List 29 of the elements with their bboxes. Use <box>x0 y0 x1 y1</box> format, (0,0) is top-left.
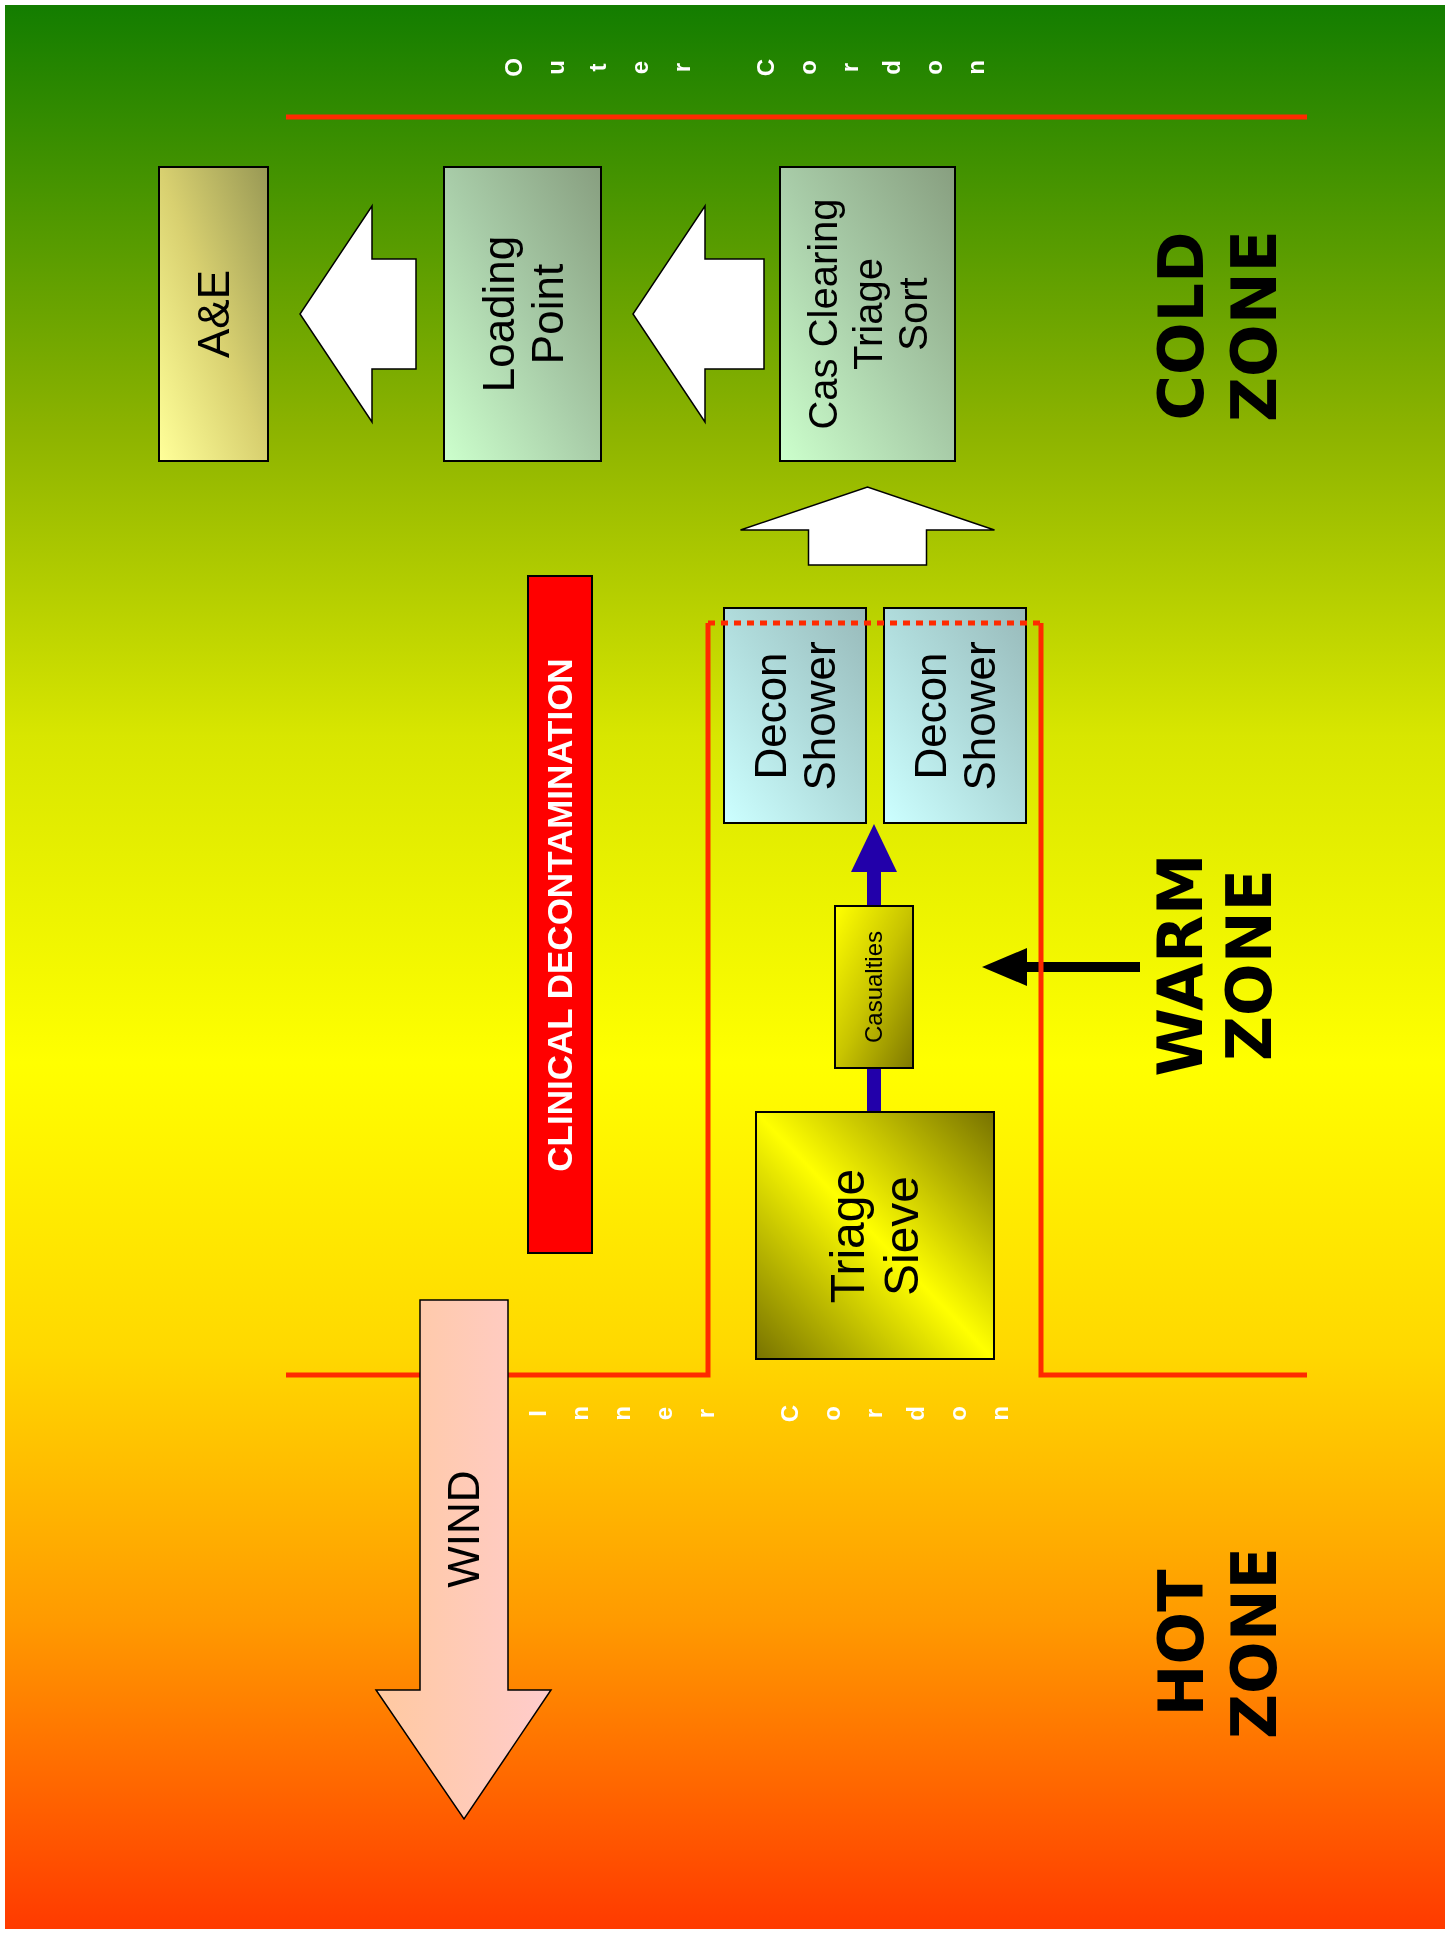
cordon-label: Outer Cordon <box>500 54 1004 82</box>
process-box <box>443 166 602 462</box>
box-label: Loading Point <box>473 234 572 395</box>
box-label: Decon Shower <box>905 639 1005 793</box>
box-label: Casualties <box>860 929 888 1046</box>
box-label: Triage Sieve <box>821 1167 929 1305</box>
cordon-label: Inner Cordon <box>524 1400 1028 1428</box>
box-label: Cas Clearing <box>800 197 846 432</box>
banner-text: CLINICAL DECONTAMINATION <box>540 656 580 1174</box>
box-label: Triage Sort <box>845 257 935 372</box>
zone-label: WARM ZONE <box>1145 852 1285 1079</box>
destination-box <box>158 166 269 462</box>
label-box <box>834 905 914 1069</box>
arrow <box>982 948 1140 986</box>
arrow-label: WIND <box>439 1470 489 1588</box>
block-arrow <box>299 203 417 425</box>
process-box <box>779 166 956 462</box>
zone-label: COLD ZONE <box>1144 229 1292 424</box>
connector-line <box>867 1069 881 1111</box>
process-box <box>755 1111 995 1360</box>
arrow <box>851 824 897 905</box>
box-label: A&E <box>188 269 239 361</box>
zone-label: HOT ZONE <box>1144 1546 1292 1741</box>
shower-box <box>883 607 1027 824</box>
banner-box <box>527 575 593 1254</box>
block-arrow <box>739 486 996 566</box>
block-arrow <box>632 203 765 425</box>
shower-box <box>723 607 867 824</box>
box-label: Decon Shower <box>745 639 845 793</box>
